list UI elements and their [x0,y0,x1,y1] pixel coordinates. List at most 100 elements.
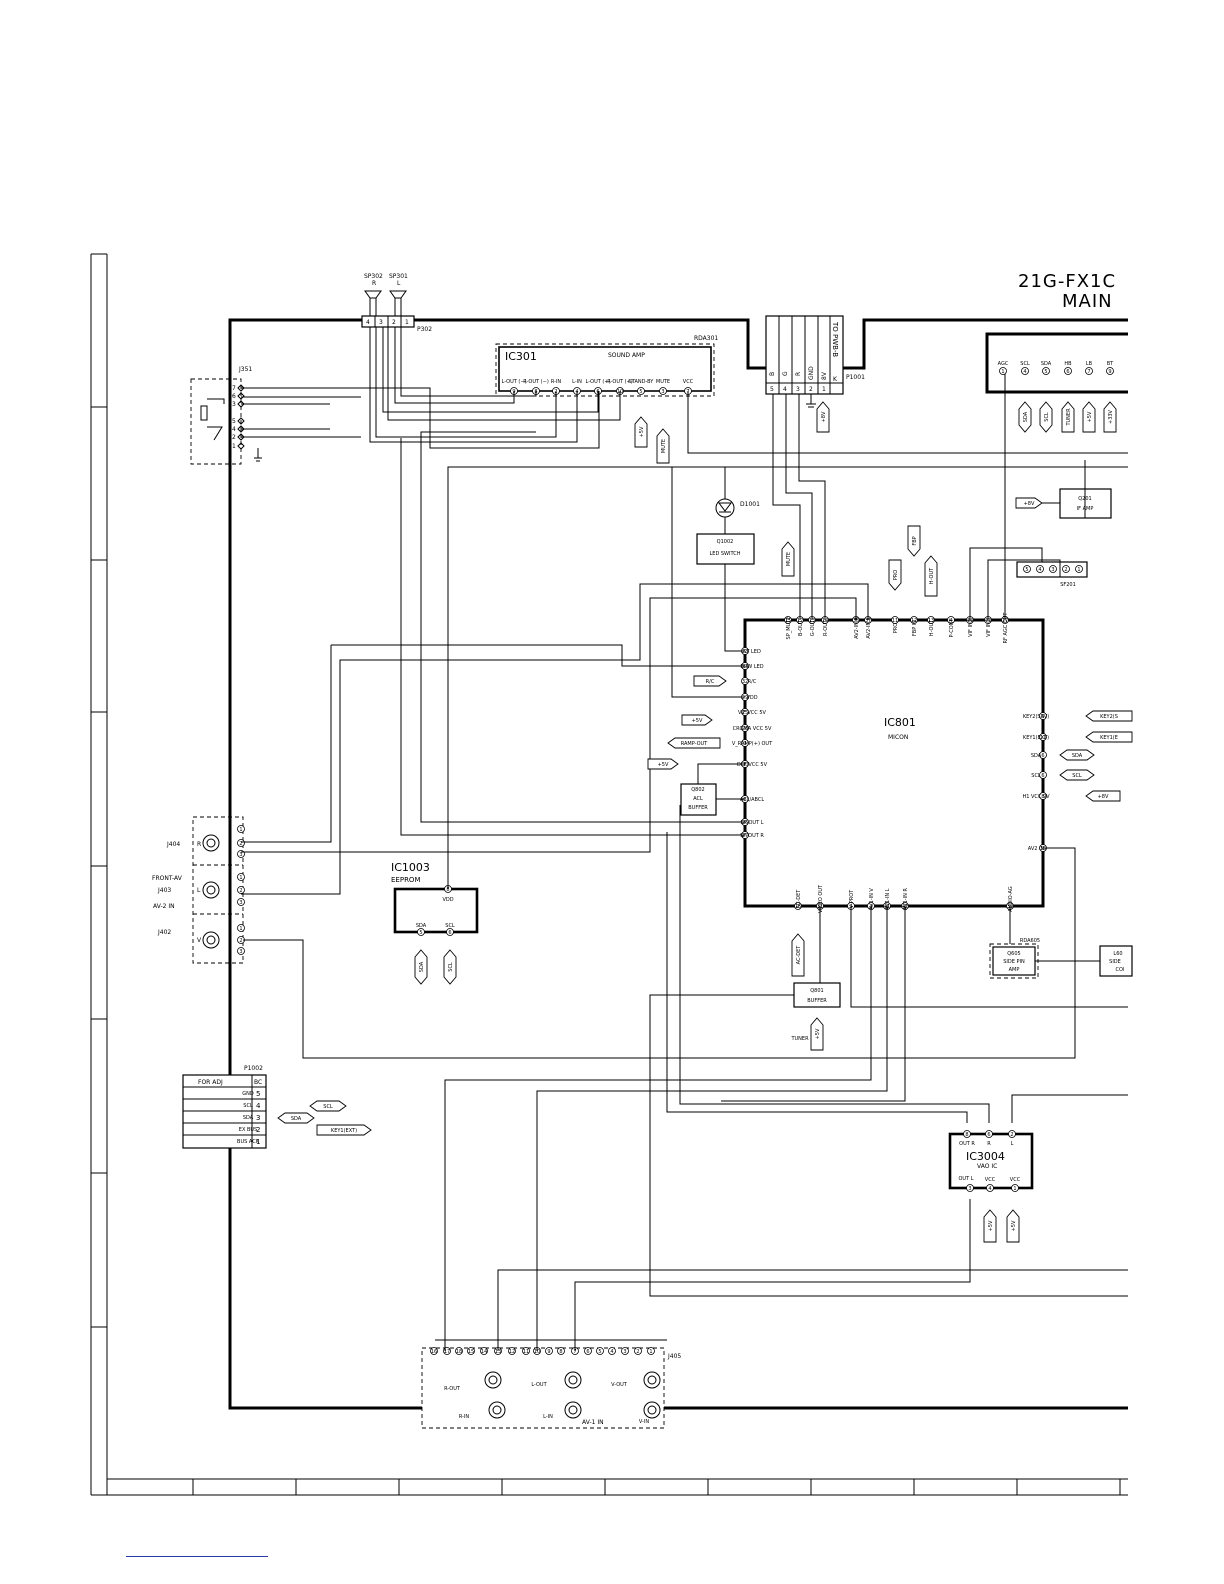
p1001-pin: 2 [809,386,813,393]
ic801-pin-label: VIF IN1 [986,619,992,637]
p1002-row-pin: 4 [256,1102,261,1110]
front-av-pin [237,839,245,847]
q605-ref: Q605 [1007,951,1020,957]
scl-arrow-label: SCL [448,962,454,972]
p1001-pin-name: B [769,372,776,376]
front-av-pin-number: 1 [239,875,242,881]
plus5v-arrow-label: +5V [988,1220,994,1231]
av1-rca-jack [488,1401,506,1419]
front-av-pin [237,825,245,833]
tuner-pin-number: 9 [1108,369,1111,375]
p1001-pin-name: G [782,371,789,376]
sda-arrow [1018,401,1032,433]
rca-jack-center [206,935,216,945]
plus8v-arrow-label: +8V [1098,794,1109,800]
plus8v-arrow [1085,790,1121,802]
rca-jack-center [206,885,216,895]
tuner-pin-label: SCL [1020,361,1030,367]
scl-arrow [309,1100,347,1112]
ic801-pin-left [741,708,749,716]
ic301-pin-number: 3 [661,389,664,395]
plus8v-arrow-label: +8V [821,411,827,422]
av1-jack-label: R-OUT [444,1386,461,1392]
d1001-led: D1001 [715,498,760,518]
d1001-ref: D1001 [740,501,760,508]
tuner-pin-label: BT [1107,361,1114,367]
av1-jack-label: V-OUT [611,1382,628,1388]
plus5v-arrow-label: +5V [692,718,703,724]
main-board-outline [228,318,1128,1410]
wiring [241,327,1128,1351]
j405-group: AV-1 IN [582,1419,604,1426]
j405-pin-number: 12 [509,1349,515,1355]
q605-side-pin-amp: RDA605 Q605 SIDE PIN AMP [989,938,1040,979]
plus5v-arrow [810,1017,824,1051]
ic801-pin-label: VIDEO OUT [818,884,824,913]
key2-arrow [1085,710,1133,722]
j351-pin [237,442,245,450]
ic301-sound-amp: RDA301 IC301 SOUND AMP 9L-OUT (−)8R-OUT … [495,335,718,397]
ic3004-pin-no: 6 [987,1132,990,1138]
av1-rca-jack [564,1371,582,1389]
front-av-pin [237,873,245,881]
p1002-row-name: SCL [243,1103,253,1109]
tuner-arrow-label: TUNER [1066,408,1072,427]
speaker-sp302: SP302 R [364,273,383,316]
ic801-pin-right-number: 6 [1041,773,1044,779]
av1-rca-jack-center [647,1405,657,1415]
q802-ref: Q802 [691,787,704,793]
ic801-pin-top-number: 13 [928,618,934,624]
j405-pin-number: 11 [523,1349,529,1355]
ic801-pin-label: VIF VCC 5V [738,710,767,716]
ic301-pin-label: R-OUT (+) [607,379,633,385]
av1-jack-label: L-OUT [531,1382,547,1388]
ic801-pin-top [891,616,899,624]
ic801-pin-left [741,724,749,732]
ic801-pin-label: SP-OUT R [740,833,764,839]
j405-pin [508,1347,516,1355]
p302-pin: 3 [379,319,383,326]
ic801-pin-label: H1 VCC 9V [1022,794,1050,800]
sp302-ch: R [372,280,376,287]
ic801-pin-label: FBP IN [912,620,918,636]
p1002-row-pin: 1 [256,1138,260,1146]
sf201-pin-number: 5 [1025,567,1028,573]
ic3004-pin-no: 2 [1010,1132,1013,1138]
ic3004-pin: VCC [1010,1177,1021,1183]
tuner-pin [1106,367,1114,375]
j403-group: FRONT-AV [152,875,183,882]
q605-rda: RDA605 [1020,938,1040,944]
ic801-pin-label: ACL/ABCL [740,797,765,803]
tuner-pin [1064,367,1072,375]
j402-jack: V [197,937,202,944]
ic801-pin-right [1039,751,1047,759]
ic3004-pin-no: 3 [968,1186,971,1192]
ic801-pin-label: H-OUT [929,619,935,636]
ic801-pin-top-number: 38 [853,618,859,624]
plus5v-arrow [1006,1209,1020,1243]
tuner-pin [1021,367,1029,375]
sda-arrow-label: SDA [1023,411,1029,422]
p1002-row-pin: 5 [256,1090,260,1098]
j403-jack: L [197,887,201,894]
j405-pin-number: 14 [481,1349,487,1355]
tuner-pin-label: HB [1064,361,1072,367]
l60-ref: L60 [1113,951,1122,957]
sf201-pin-number: 3 [1051,567,1054,573]
ramp-out-arrow-label: RAMP-OUT [681,741,708,747]
plus5v-arrow [634,416,648,448]
ic301-pin-label: L-IN [572,379,582,385]
ic3004-pin-no: 8 [965,1132,968,1138]
ic801-pin-label: G-OUT [810,619,816,636]
tuner-pin-label: AGC [998,361,1009,367]
ic801-pin-right [1039,771,1047,779]
av1-rca-jack-center [492,1405,502,1415]
j405-pin [608,1347,616,1355]
section-title: MAIN [1062,291,1113,312]
rca-jack-center [206,838,216,848]
speaker-sp301: SP301 L [389,273,408,316]
av1-rca-jack [484,1371,502,1389]
plus5v-arrow-label: +5V [639,426,645,437]
